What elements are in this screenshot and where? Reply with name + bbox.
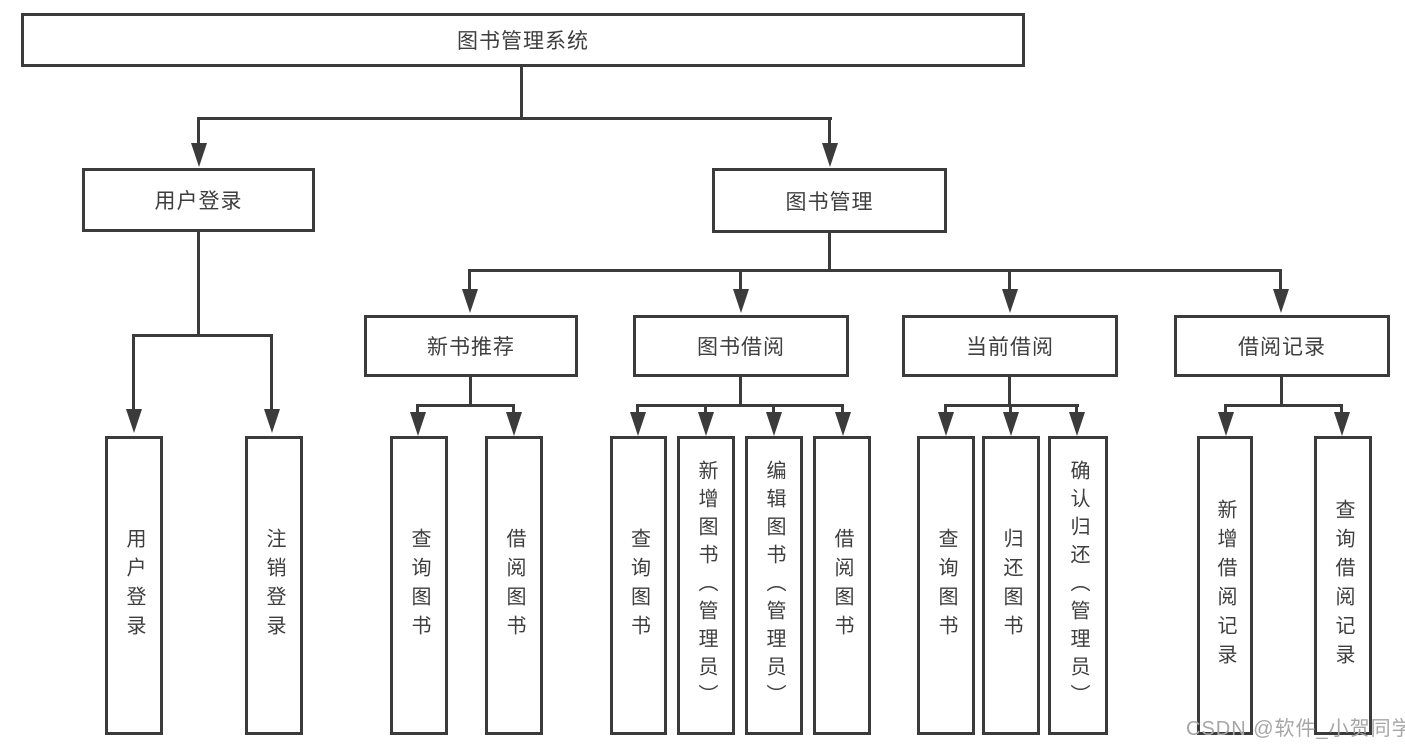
node-edit-books-admin: 编辑图书（管理员） bbox=[745, 436, 803, 735]
arrow-down-icon bbox=[126, 409, 142, 433]
arrow-down-icon bbox=[822, 143, 838, 167]
connector-bookborrow-trunk bbox=[739, 377, 742, 407]
connector-drop-current-borrow bbox=[1008, 269, 1011, 291]
connector-drop bbox=[772, 404, 775, 414]
node-borrow-books-borrow: 借阅图书 bbox=[813, 436, 871, 735]
connector-level3-bus bbox=[468, 269, 1282, 272]
arrow-down-icon bbox=[1273, 289, 1289, 313]
connector-drop bbox=[841, 404, 844, 414]
node-query-books-newbooks: 查询图书 bbox=[390, 436, 448, 735]
connector-drop bbox=[636, 404, 639, 414]
node-book-borrowing: 图书借阅 bbox=[633, 315, 849, 377]
node-user-login: 用户登录 bbox=[82, 168, 315, 232]
connector-drop-book-management bbox=[828, 117, 831, 145]
arrow-down-icon bbox=[191, 143, 207, 167]
node-borrowing-records: 借阅记录 bbox=[1174, 315, 1390, 377]
node-logout: 注销登录 bbox=[245, 436, 303, 735]
arrow-down-icon bbox=[462, 289, 478, 313]
connector-root-trunk bbox=[520, 67, 523, 119]
arrow-down-icon bbox=[264, 409, 280, 433]
connector-bookborrow-bus bbox=[636, 404, 844, 407]
arrow-down-icon bbox=[1334, 412, 1350, 436]
connector-user-login-bus bbox=[132, 334, 273, 337]
connector-drop-logout-leaf bbox=[270, 334, 273, 410]
connector-book-mgmt-trunk bbox=[828, 233, 831, 272]
connector-drop bbox=[944, 404, 947, 414]
arrow-down-icon bbox=[1002, 289, 1018, 313]
node-book-management: 图书管理 bbox=[712, 168, 947, 233]
arrow-down-icon bbox=[835, 412, 851, 436]
arrow-down-icon bbox=[410, 412, 426, 436]
node-return-books: 归还图书 bbox=[982, 436, 1040, 735]
node-query-borrow-record: 查询借阅记录 bbox=[1314, 436, 1372, 735]
arrow-down-icon bbox=[1003, 412, 1019, 436]
arrow-down-icon bbox=[733, 289, 749, 313]
watermark-text: CSDN @软件_小贺同学 bbox=[1186, 718, 1405, 740]
arrow-down-icon bbox=[630, 412, 646, 436]
node-current-borrowing: 当前借阅 bbox=[902, 315, 1118, 377]
connector-drop bbox=[416, 404, 419, 414]
arrow-down-icon bbox=[698, 412, 714, 436]
connector-records-bus bbox=[1224, 404, 1343, 407]
connector-drop bbox=[1340, 404, 1343, 414]
connector-drop bbox=[704, 404, 707, 414]
node-library-management-system: 图书管理系统 bbox=[21, 13, 1025, 67]
connector-drop-borrow-records bbox=[1279, 269, 1282, 291]
connector-level2-bus bbox=[197, 117, 832, 120]
connector-drop bbox=[512, 404, 515, 414]
connector-drop bbox=[1009, 404, 1012, 414]
connector-records-trunk bbox=[1280, 377, 1283, 407]
node-add-books-admin: 新增图书（管理员） bbox=[677, 436, 735, 735]
connector-drop-new-books bbox=[468, 269, 471, 291]
arrow-down-icon bbox=[1069, 412, 1085, 436]
connector-drop-login-leaf bbox=[132, 334, 135, 410]
connector-newbooks-bus bbox=[416, 404, 515, 407]
arrow-down-icon bbox=[766, 412, 782, 436]
node-add-borrow-record: 新增借阅记录 bbox=[1197, 436, 1253, 735]
connector-drop-user-login bbox=[197, 117, 200, 145]
node-new-book-recommendation: 新书推荐 bbox=[364, 315, 578, 377]
connector-user-login-trunk bbox=[197, 232, 200, 337]
connector-currentborrow-trunk bbox=[1008, 377, 1011, 407]
connector-newbooks-trunk bbox=[469, 377, 472, 407]
node-user-login-leaf: 用户登录 bbox=[105, 436, 163, 735]
arrow-down-icon bbox=[938, 412, 954, 436]
node-borrow-books-newbooks: 借阅图书 bbox=[485, 436, 543, 735]
connector-drop-book-borrow bbox=[739, 269, 742, 291]
node-query-books-borrow: 查询图书 bbox=[610, 436, 667, 735]
arrow-down-icon bbox=[506, 412, 522, 436]
node-query-books-current: 查询图书 bbox=[917, 436, 975, 735]
connector-drop bbox=[1224, 404, 1227, 414]
connector-drop bbox=[1075, 404, 1078, 414]
node-confirm-return-admin: 确认归还（管理员） bbox=[1048, 436, 1108, 735]
arrow-down-icon bbox=[1218, 412, 1234, 436]
